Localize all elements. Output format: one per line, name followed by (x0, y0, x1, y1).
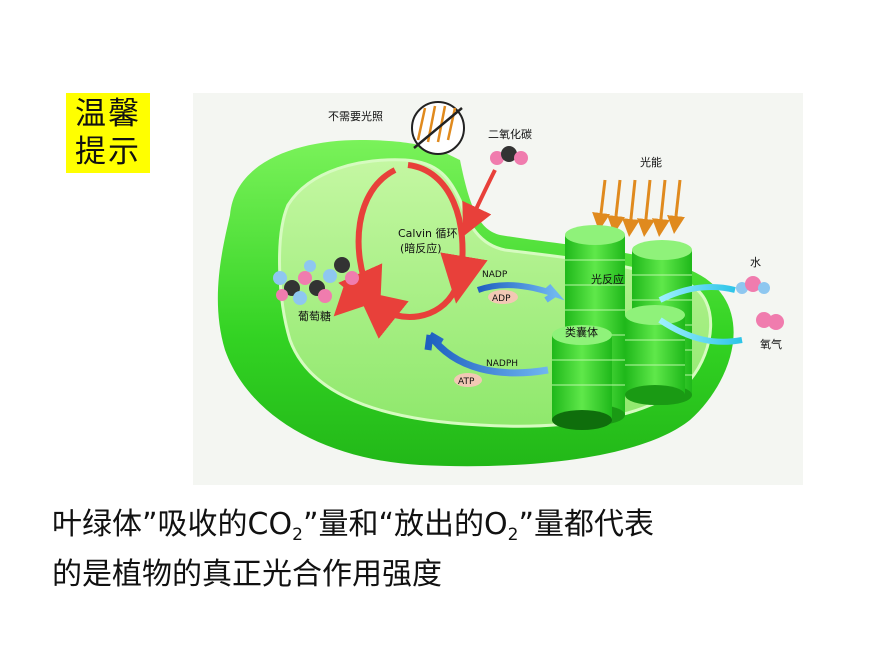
water-label: 水 (750, 256, 761, 269)
co2-molecule-icon (490, 146, 528, 165)
tip-badge: 温馨 提示 (66, 93, 150, 173)
atp-label: ATP (458, 377, 475, 387)
glucose-label: 葡萄糖 (298, 309, 331, 323)
thylakoid-label: 类囊体 (565, 325, 598, 339)
nadph-label: NADPH (486, 359, 518, 369)
oxygen-arrow (658, 317, 743, 345)
adp-label: ADP (492, 294, 511, 304)
caption-line-2: 的是植物的真正光合作用强度 (52, 557, 442, 592)
calvin-label: Calvin 循环 (398, 227, 458, 240)
tip-line-1: 温馨 (75, 96, 141, 132)
thylakoid-stack-3 (625, 305, 685, 405)
light-reaction-label: 光反应 (591, 272, 624, 286)
caption-line-1: 叶绿体”吸收的CO2”量和“放出的O2”量都代表 (52, 507, 655, 545)
water-molecule-icon (736, 276, 770, 294)
thylakoid-stack-4 (552, 325, 612, 430)
no-light-icon (411, 101, 465, 155)
co2-label: 二氧化碳 (488, 127, 532, 141)
water-arrow (658, 284, 736, 303)
caption: 叶绿体”吸收的CO2”量和“放出的O2”量都代表 的是植物的真正光合作用强度 (52, 505, 842, 595)
glucose-out-arrow (333, 273, 368, 317)
tip-line-2: 提示 (75, 134, 141, 170)
adp-pill (488, 290, 518, 304)
co2-in-arrow (462, 169, 497, 237)
oxygen-label: 氧气 (760, 337, 782, 351)
light-arrows (592, 179, 685, 237)
energy-arrow-right (476, 282, 565, 303)
calvin-arrow-right (407, 162, 488, 304)
calvin-arrow-bottom (356, 288, 458, 339)
nadp-label: NADP (482, 270, 508, 280)
light-energy-label: 光能 (640, 155, 662, 169)
no-light-label: 不需要光照 (328, 109, 383, 123)
energy-arrow-left (424, 331, 549, 377)
dark-reaction-label: (暗反应) (400, 241, 442, 255)
glucose-molecule-icon (273, 257, 359, 305)
oxygen-molecule-icon (756, 312, 784, 330)
atp-pill (454, 373, 482, 387)
